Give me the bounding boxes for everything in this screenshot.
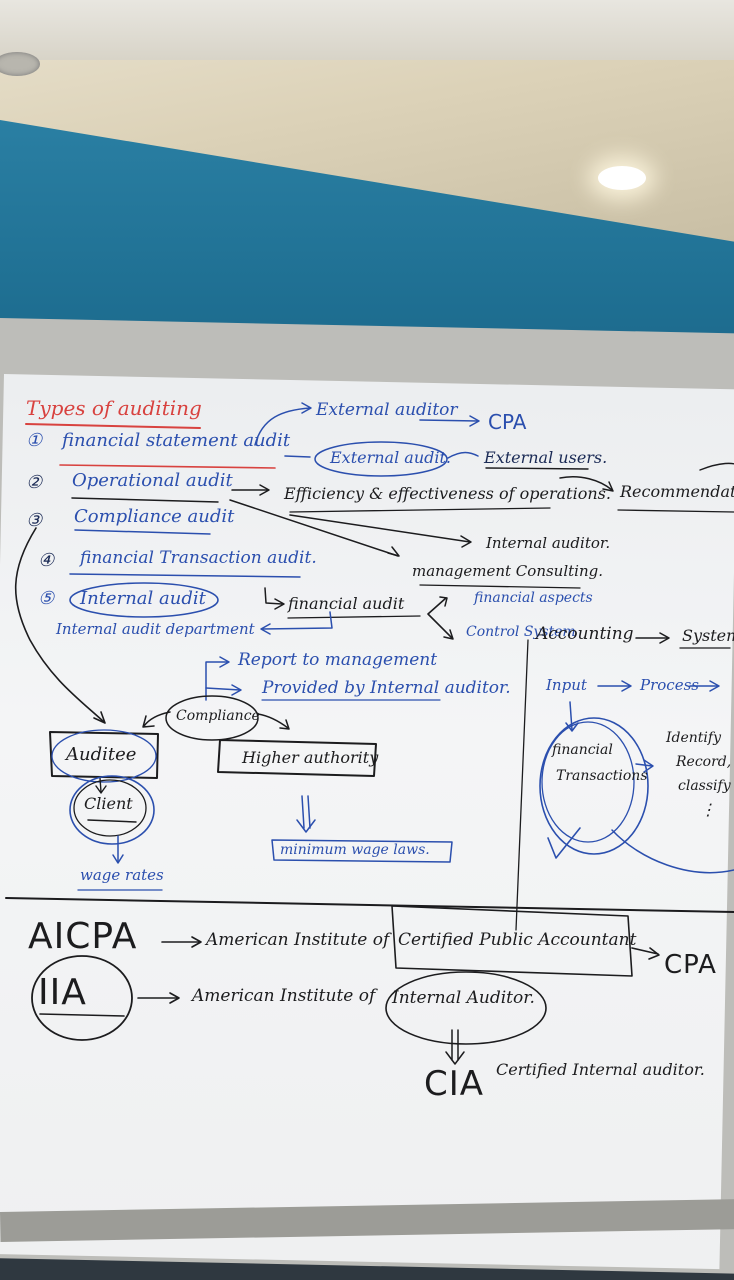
iia-definition-part1: American Institute of: [192, 986, 376, 1006]
cia-definition: Certified Internal auditor.: [496, 1060, 705, 1079]
acronym-aicpa: AICPA: [28, 916, 138, 957]
note-financial-audit: financial audit: [288, 594, 405, 613]
acronym-iia: IIA: [38, 972, 87, 1013]
acronym-cia: CIA: [424, 1064, 485, 1104]
acronym-cpa: CPA: [664, 950, 717, 980]
note-financial-aspects: financial aspects: [474, 590, 593, 606]
note-external-users: External users.: [484, 448, 608, 467]
list-item-financial-statement-audit: financial statement audit: [62, 430, 291, 451]
note-wage-rates: wage rates: [80, 866, 164, 884]
note-higher-authority: Higher authority: [242, 748, 379, 767]
ceiling-light-left: [0, 52, 40, 76]
note-external-audit: External audit.: [330, 448, 452, 467]
note-classify: classify: [678, 778, 731, 794]
aicpa-definition-part1: American Institute of: [206, 930, 390, 950]
ceiling-light-right: [598, 166, 646, 190]
note-auditee: Auditee: [66, 744, 137, 765]
list-item-internal-audit: Internal audit: [80, 588, 206, 609]
note-control-system: Control System: [466, 624, 576, 640]
list-item-operational-audit: Operational audit: [72, 470, 233, 491]
list-number-1: ①: [26, 430, 43, 451]
note-record: Record,: [676, 754, 732, 770]
list-number-3: ③: [26, 510, 43, 531]
aicpa-definition-part2: Certified Public Accountant: [398, 930, 637, 950]
note-minimum-wage-laws: minimum wage laws.: [280, 842, 430, 858]
list-number-2: ②: [26, 472, 43, 493]
note-recommendations: Recommendations: [620, 482, 734, 501]
note-management-consulting: management Consulting.: [412, 562, 603, 580]
note-system: System: [682, 626, 734, 645]
note-report-to-management: Report to management: [238, 650, 438, 670]
list-item-financial-transaction-audit: financial Transaction audit.: [80, 548, 317, 568]
heading-types-of-auditing: Types of auditing: [26, 396, 202, 420]
note-compliance: Compliance: [176, 708, 260, 724]
note-cpa: CPA: [488, 410, 527, 434]
note-internal-auditor: Internal auditor.: [486, 534, 611, 552]
note-financial: financial: [552, 742, 613, 758]
note-identify: Identify: [666, 730, 721, 746]
note-provided-by-internal-auditor: Provided by Internal auditor.: [262, 678, 511, 698]
note-efficiency: Efficiency & effectiveness of operations…: [284, 484, 611, 503]
list-number-5: ⑤: [38, 588, 55, 609]
ceiling-trim: [0, 0, 734, 60]
list-number-4: ④: [38, 550, 55, 571]
note-client: Client: [84, 794, 133, 813]
list-item-compliance-audit: Compliance audit: [74, 506, 235, 527]
note-internal-audit-department: Internal audit department: [56, 620, 255, 638]
note-transactions: Transactions: [556, 768, 648, 784]
note-continuation-dots: ⋮: [700, 800, 716, 819]
note-external-auditor: External auditor: [316, 400, 458, 420]
note-accounting: Accounting: [536, 624, 634, 644]
iia-definition-part2: Internal Auditor.: [392, 988, 535, 1008]
note-input: Input: [546, 676, 587, 694]
note-process: Process: [640, 676, 699, 694]
